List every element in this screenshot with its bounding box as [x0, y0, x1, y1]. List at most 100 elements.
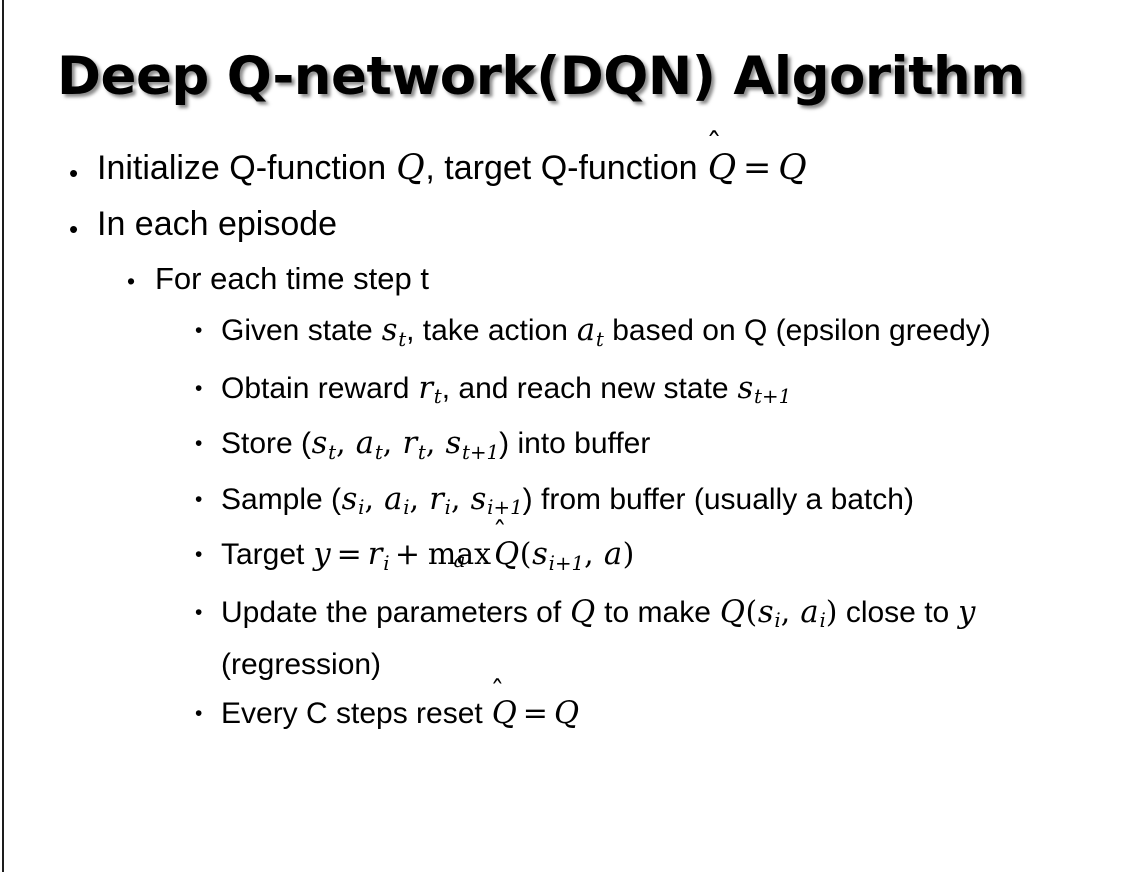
math-var-q2: Q: [778, 148, 807, 188]
bullet-item-obtain-reward: • Obtain reward rt, and reach new state …: [0, 367, 1124, 420]
math-subscript: t: [433, 385, 442, 409]
math-max-label: max: [427, 537, 492, 573]
math-subscript: i: [383, 551, 390, 575]
text-fragment: Sample (: [221, 482, 342, 516]
bullet-marker-icon: •: [195, 376, 203, 400]
bullet-text: Target y=ri+maxâQ(si+1, a): [221, 533, 1094, 586]
math-var-r: r: [367, 537, 383, 573]
math-var-q: Q: [553, 696, 580, 732]
text-fragment: Given state: [221, 314, 382, 347]
math-comma: ,: [382, 426, 402, 462]
text-fragment: (regression): [221, 648, 382, 682]
math-var-r: r: [402, 426, 418, 462]
math-subscript: t+1: [754, 385, 792, 409]
text-fragment: to make: [595, 595, 720, 629]
text-fragment: , target Q-function: [425, 149, 707, 187]
text-fragment: based on Q (epsilon greedy): [603, 314, 991, 347]
math-comma: ,: [364, 481, 384, 517]
math-open-paren: (: [745, 594, 758, 630]
bullet-item-given-state: • Given state st, take action at based o…: [0, 309, 1124, 362]
bullet-marker-icon: •: [195, 600, 203, 624]
math-var-q-hat: ̂Q: [491, 692, 517, 736]
bullet-list: • Initialize Q-function Q, target Q-func…: [0, 146, 1124, 739]
math-var-s: s: [311, 426, 328, 462]
math-comma: ,: [584, 537, 604, 573]
text-fragment: , and reach new state: [441, 371, 737, 405]
math-comma: ,: [425, 426, 445, 462]
math-subscript: i: [403, 496, 410, 520]
math-comma: ,: [780, 594, 800, 630]
math-equals: =: [742, 148, 772, 188]
math-subscript: t+1: [462, 440, 500, 464]
math-var-a: a: [355, 426, 375, 462]
math-subscript: t: [328, 440, 337, 464]
math-var-s: s: [737, 370, 754, 406]
math-var-s: s: [341, 481, 358, 517]
math-var-q: Q: [396, 148, 425, 188]
math-comma: ,: [409, 481, 429, 517]
math-subscript: i: [774, 609, 781, 633]
slide-left-border-rule: [2, 0, 4, 872]
math-subscript: t: [398, 327, 407, 351]
math-comma: ,: [336, 426, 356, 462]
bullet-text: Obtain reward rt, and reach new state st…: [221, 367, 1094, 420]
bullet-item-update-parameters: • Update the parameters of Q to make Q(s…: [0, 591, 1124, 688]
math-var-s-next: s: [470, 481, 487, 517]
math-subscript: i: [819, 609, 826, 633]
math-subscript: i: [358, 496, 365, 520]
text-fragment: close to: [837, 595, 958, 629]
bullet-marker-icon: •: [127, 268, 136, 294]
bullet-item-initialize: • Initialize Q-function Q, target Q-func…: [0, 146, 1124, 190]
bullet-text: In each episode: [97, 205, 338, 243]
math-subscript: i: [444, 496, 451, 520]
math-var-a: a: [603, 537, 623, 573]
math-var-a: a: [576, 313, 596, 348]
page-title: Deep Q-network(DQN) Algorithm: [57, 46, 1026, 107]
math-var-q-base: Q: [707, 148, 737, 188]
bullet-text: Update the parameters of Q to make Q(si,…: [221, 591, 1094, 688]
math-open-paren: (: [519, 537, 532, 573]
text-fragment: Target: [221, 538, 313, 572]
text-fragment: ) from buffer (usually a batch): [522, 482, 914, 516]
bullet-item-sample-batch: • Sample (si, ai, ri, si+1) from buffer …: [0, 478, 1124, 531]
math-var-a: a: [384, 481, 403, 517]
bullet-text: Every C steps reset ̂Q=Q: [221, 692, 1094, 736]
math-var-y: y: [313, 537, 331, 573]
math-equals: =: [522, 696, 548, 732]
text-fragment: Update the parameters of: [221, 595, 570, 629]
bullet-item-for-each-time-step: • For each time step t: [0, 258, 1124, 299]
math-var-s: s: [381, 313, 398, 348]
text-fragment: Initialize Q-function: [97, 149, 396, 187]
text-fragment: ) into buffer: [499, 427, 651, 461]
math-var-r: r: [429, 481, 444, 517]
math-max-subscript: a: [453, 549, 466, 573]
text-fragment: Store (: [221, 427, 312, 461]
bullet-text: Store (st, at, rt, st+1) into buffer: [221, 422, 1094, 475]
bullet-item-target-equation: • Target y=ri+maxâQ(si+1, a): [0, 533, 1124, 586]
math-subscript: i+1: [487, 496, 523, 520]
math-close-paren: ): [622, 537, 635, 573]
math-var-s-next: s: [445, 426, 462, 462]
bullet-marker-icon: •: [195, 543, 203, 567]
math-subscript: i+1: [548, 551, 585, 575]
math-var-y: y: [958, 594, 976, 630]
bullet-marker-icon: •: [195, 702, 203, 726]
bullet-text: Initialize Q-function Q, target Q-functi…: [97, 146, 1084, 190]
bullet-marker-icon: •: [195, 487, 203, 511]
bullet-text: Sample (si, ai, ri, si+1) from buffer (u…: [221, 478, 1094, 531]
math-plus: +: [394, 537, 421, 573]
bullet-marker-icon: •: [195, 319, 203, 342]
bullet-text: For each time step t: [155, 261, 429, 296]
math-var-q-base: Q: [494, 537, 520, 573]
text-fragment: , take action: [406, 314, 577, 347]
math-subscript: t: [417, 440, 426, 464]
math-var-q-base: Q: [491, 696, 517, 732]
bullet-text: Given state st, take action at based on …: [221, 309, 1094, 362]
text-fragment: Every C steps reset: [221, 697, 492, 731]
math-var-r: r: [418, 370, 433, 406]
bullet-marker-icon: •: [69, 214, 79, 244]
math-subscript: t: [374, 440, 383, 464]
math-var-s: s: [532, 537, 548, 573]
